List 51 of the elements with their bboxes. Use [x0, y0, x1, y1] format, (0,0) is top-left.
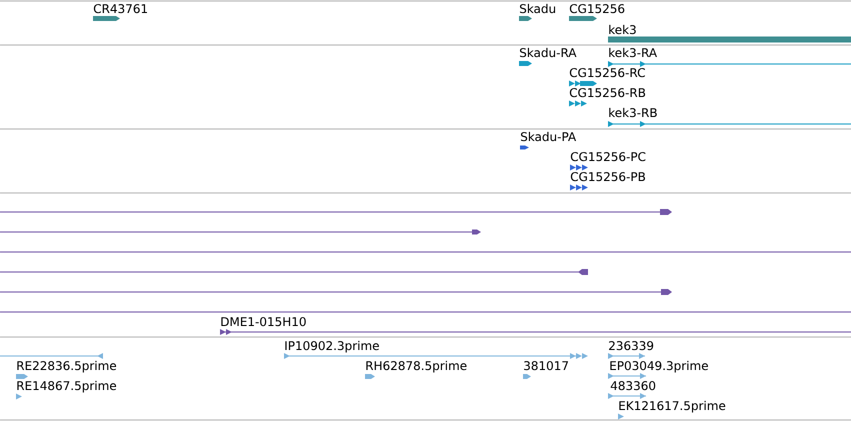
node-label: RE14867.5prime: [17, 380, 116, 392]
gene-feature: IP10902.3prime: [284, 340, 588, 359]
gene-feature: 236339: [608, 341, 654, 359]
feature-line: [0, 289, 672, 295]
node-label: 236339: [609, 341, 654, 350]
node-label: EP03049.3prime: [610, 360, 708, 372]
feature-line: [0, 269, 588, 275]
gene-feature: Skadu-RA: [519, 48, 576, 66]
gene-feature: Skadu-PA: [520, 132, 576, 150]
gene-feature: CG15256-RC: [569, 68, 645, 86]
node-label: EK121617.5prime: [619, 400, 726, 412]
node-label: RE22836.5prime: [17, 360, 116, 372]
gene-feature: Skadu: [519, 4, 556, 21]
gene-feature: CG15256-RB: [569, 88, 646, 106]
node-label: Skadu: [520, 4, 556, 14]
feature-line: [0, 230, 481, 234]
gene-feature: CG15256-PB: [570, 172, 645, 190]
gene-feature: CR43761: [93, 4, 147, 21]
gene-feature: 381017: [523, 361, 568, 379]
gene-feature: RE22836.5prime: [16, 360, 116, 379]
gene-feature: kek3-RA: [608, 48, 851, 67]
gene-feature: RE14867.5prime: [16, 380, 116, 400]
node-label: IP10902.3prime: [285, 340, 379, 352]
gene-feature: kek3: [608, 24, 851, 42]
node-label: 381017: [524, 361, 568, 370]
gene-feature: CG15256: [569, 4, 624, 21]
gene-feature: 483360: [608, 381, 656, 399]
gene-feature: CG15256-PC: [570, 152, 646, 170]
feature-line: [0, 353, 103, 359]
node-label: 483360: [610, 381, 656, 390]
node-label: CG15256-RC: [570, 68, 645, 78]
node-label: CG15256-PC: [570, 152, 646, 162]
node-label: CR43761: [94, 4, 147, 14]
node-label: CG15256-RB: [570, 88, 646, 98]
node-label: kek3-RB: [609, 108, 657, 118]
node-label: CG15256-PB: [570, 172, 645, 182]
node-label: kek3-RA: [609, 48, 657, 58]
node-label: kek3: [609, 24, 636, 34]
node-label: CG15256: [570, 4, 624, 14]
node-label: Skadu-RA: [520, 48, 576, 58]
gene-feature: kek3-RB: [608, 108, 851, 127]
feature-line: [0, 251, 851, 253]
node-label: DME1-015H10: [221, 317, 306, 326]
feature-line: [0, 209, 672, 215]
gene-feature: RH62878.5prime: [365, 360, 466, 379]
gene-feature: EK121617.5prime: [618, 400, 726, 420]
node-label: Skadu-PA: [520, 132, 576, 142]
gene-feature: EP03049.3prime: [608, 360, 708, 379]
node-label: RH62878.5prime: [366, 360, 466, 372]
gene-feature: DME1-015H10: [220, 317, 851, 335]
feature-line: [0, 311, 851, 313]
